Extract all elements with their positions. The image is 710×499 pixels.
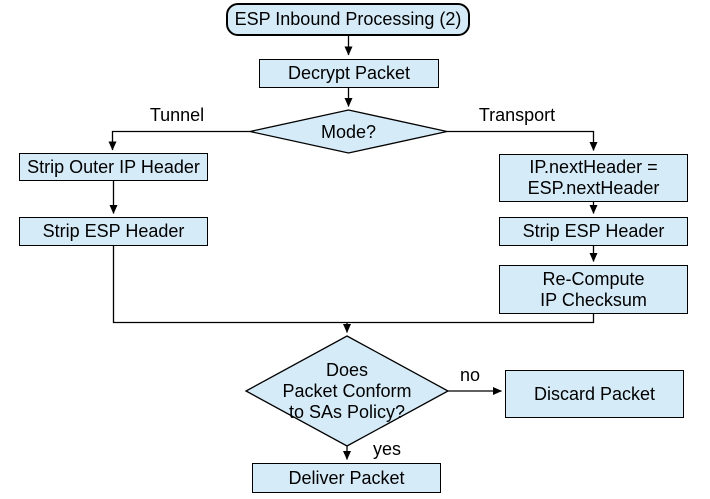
node-deliver-packet: Deliver Packet — [252, 463, 441, 493]
edge-mode-transport-branch — [447, 130, 598, 151]
node-ip-nextheader-assignment-label: IP.nextHeader = ESP.nextHeader — [527, 157, 660, 198]
edge-merge-line — [112, 246, 595, 324]
edge-label-tunnel: Tunnel — [149, 105, 205, 125]
node-recompute-ip-checksum: Re-Compute IP Checksum — [499, 265, 688, 314]
node-strip-esp-header-transport-label: Strip ESP Header — [522, 221, 665, 241]
node-esp-inbound-processing: ESP Inbound Processing (2) — [226, 3, 470, 36]
node-discard-packet-label: Discard Packet — [533, 383, 656, 404]
node-strip-outer-ip-header-label: Strip Outer IP Header — [27, 156, 200, 177]
node-discard-packet: Discard Packet — [505, 370, 684, 418]
node-strip-outer-ip-header: Strip Outer IP Header — [19, 153, 208, 181]
node-ip-nextheader-assignment: IP.nextHeader = ESP.nextHeader — [499, 154, 688, 202]
edge-label-yes: yes — [372, 439, 401, 459]
node-deliver-packet-label: Deliver Packet — [288, 467, 405, 488]
edge-mode-tunnel-branch — [108, 130, 250, 151]
edge-label-transport: Transport — [478, 105, 556, 125]
node-strip-esp-header-tunnel-label: Strip ESP Header — [42, 221, 185, 241]
node-strip-esp-header-tunnel: Strip ESP Header — [19, 217, 208, 246]
node-recompute-ip-checksum-label: Re-Compute IP Checksum — [540, 268, 647, 310]
edge-label-no: no — [459, 365, 481, 385]
node-decrypt-packet: Decrypt Packet — [259, 59, 439, 88]
mode-decision-diamond — [249, 109, 448, 154]
node-decrypt-packet-label: Decrypt Packet — [287, 63, 411, 83]
node-strip-esp-header-transport: Strip ESP Header — [499, 217, 688, 246]
policy-decision-diamond — [244, 335, 450, 447]
node-esp-inbound-processing-label: ESP Inbound Processing (2) — [234, 9, 462, 29]
